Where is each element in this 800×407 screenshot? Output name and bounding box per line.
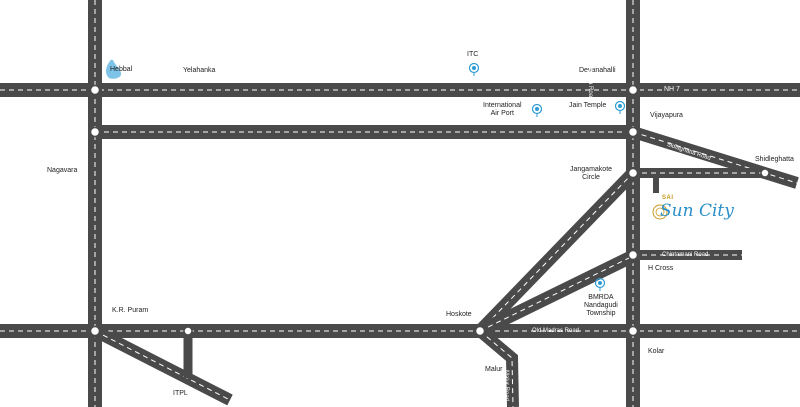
lake-shape: [106, 59, 122, 79]
label-vijayapura: Vijayapura: [650, 112, 683, 119]
label-h-cross: H Cross: [648, 265, 674, 272]
label-old-madras-road: Old Madras Road: [532, 328, 580, 334]
label-jangamakote-line1: Jangamakote: [570, 166, 613, 173]
label-bmrda-line3: Township: [586, 310, 616, 317]
junction-circle-icon: [627, 84, 639, 96]
label-kolar: Kolar: [648, 348, 665, 355]
landmark-pin-icon: [594, 277, 606, 291]
road-itpl: [92, 325, 233, 406]
junction-circle-icon: [760, 168, 770, 178]
junction-circle-icon: [627, 167, 639, 179]
landmark-pin-icon: [614, 100, 626, 114]
junction-circle-icon: [627, 249, 639, 261]
label-malur: Malur: [485, 366, 503, 373]
junction-circle-icon: [183, 326, 193, 336]
junction-circle-icon: [89, 126, 101, 138]
label-shidleghatta: Shidleghatta: [755, 156, 794, 163]
label-itc: ITC: [467, 51, 479, 58]
junction-circle-icon: [627, 325, 639, 337]
landmark-pin-icon: [531, 103, 543, 117]
label-yelahanka: Yelahanka: [183, 67, 216, 74]
label-jangamakote: Jangamakote Circle: [570, 166, 612, 182]
brand-name: Sun City: [660, 201, 734, 221]
junction-circle-icon: [627, 126, 639, 138]
label-nh7: NH 7: [662, 86, 682, 94]
label-airport-line1: International: [483, 102, 522, 109]
label-devanahalli: Devanahalli: [579, 67, 616, 74]
label-malur-road: Malur Road: [503, 370, 509, 402]
junction-circle-icon: [89, 325, 101, 337]
sun-logo-icon: [652, 204, 668, 220]
label-bmrda: BMRDA Nandagudi Township: [584, 294, 618, 318]
label-jain-temple: Jain Temple: [569, 102, 607, 109]
junction-circle-icon: [89, 84, 101, 96]
label-hoskote: Hoskote: [446, 311, 472, 318]
brand-prefix: SAI: [662, 195, 674, 201]
junctions: [89, 84, 770, 337]
label-kr-puram: K.R. Puram: [112, 307, 149, 314]
junction-circle-icon: [474, 325, 486, 337]
label-chintamani-road: Chintamani Road: [662, 252, 709, 258]
label-hebbal: Hebbal: [110, 66, 133, 73]
label-airport-line2: Air Port: [490, 110, 514, 117]
label-bmrda-line1: BMRDA: [588, 294, 614, 301]
label-bmrda-line2: Nandagudi: [584, 302, 618, 309]
landmarks: [468, 62, 626, 291]
label-international-airport: International Air Port: [483, 102, 522, 118]
label-doddaballapura-road: Doddaballapura Road: [587, 42, 593, 101]
label-itpl: ITPL: [173, 390, 188, 397]
road-hoskote-hcross: [477, 250, 636, 337]
label-nagavara: Nagavara: [47, 167, 78, 174]
landmark-pin-icon: [468, 62, 480, 76]
road-hoskote: [475, 168, 638, 336]
label-jangamakote-line2: Circle: [582, 174, 600, 181]
road-sidlaghatta: [631, 126, 799, 189]
road-malur: [476, 326, 519, 407]
